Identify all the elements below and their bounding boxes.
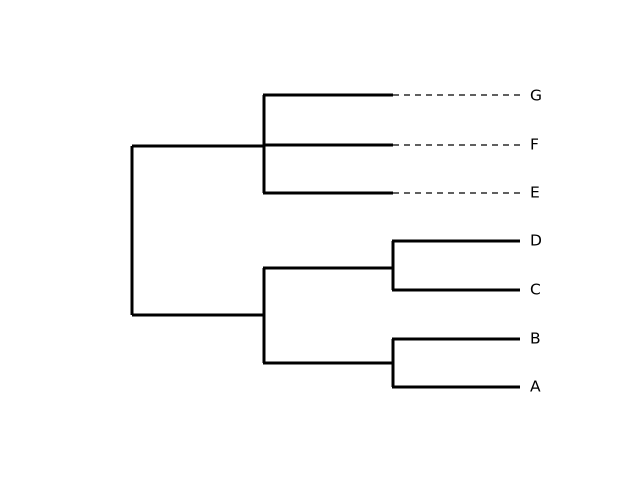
clade-dc [391, 239, 520, 292]
root-node [130, 144, 265, 317]
leaf-label-d: D [530, 232, 542, 250]
leaf-labels: G F E D C B A [530, 87, 542, 396]
leaf-label-g: G [530, 87, 542, 105]
leaf-label-e: E [530, 184, 540, 202]
clade-dcba [262, 266, 394, 365]
leaf-label-c: C [530, 281, 541, 299]
leaf-label-f: F [530, 136, 539, 154]
leaf-label-a: A [530, 378, 541, 396]
leaf-label-b: B [530, 330, 541, 348]
clade-gfe [262, 93, 520, 195]
clade-ba [391, 337, 520, 389]
